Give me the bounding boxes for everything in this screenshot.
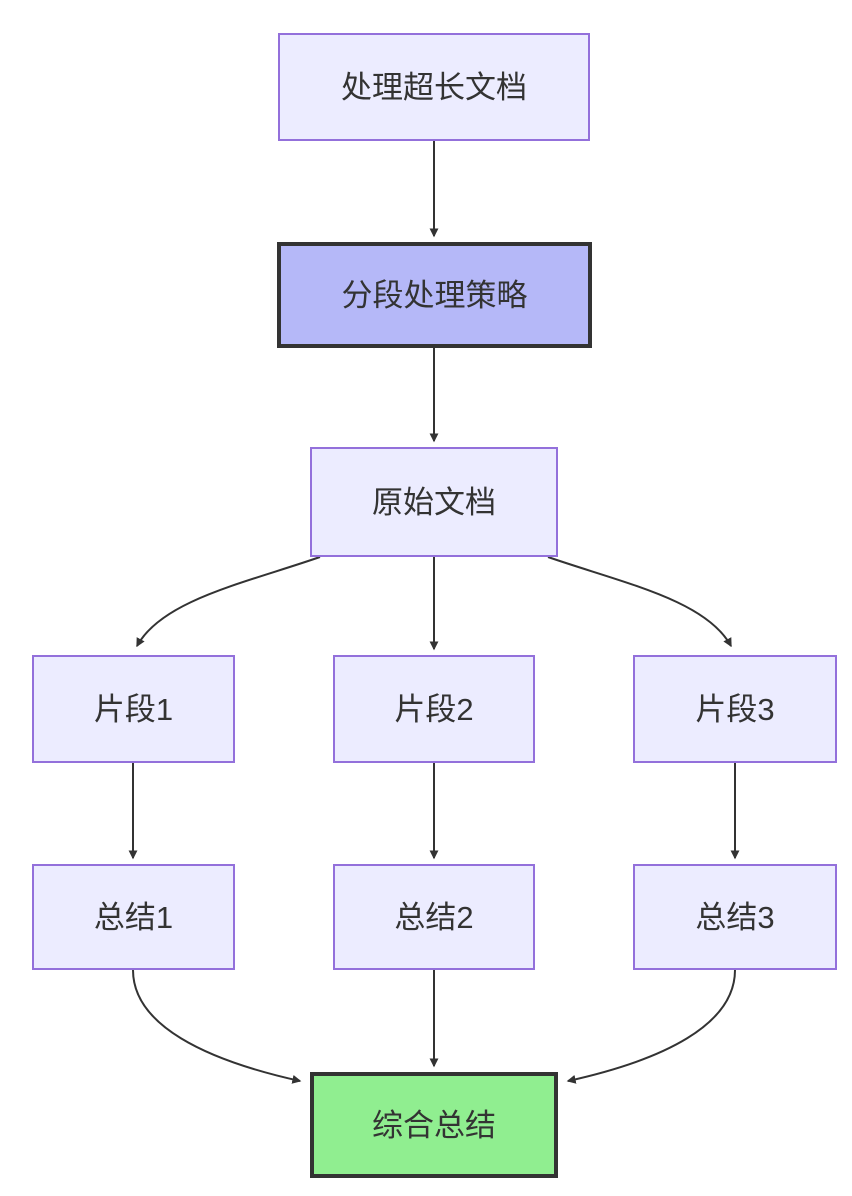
node-label: 片段1 bbox=[93, 691, 174, 727]
node-label: 处理超长文档 bbox=[341, 69, 527, 105]
node-final-summary: 综合总结 bbox=[310, 1072, 558, 1178]
node-label: 分段处理策略 bbox=[341, 277, 528, 313]
node-label: 综合总结 bbox=[372, 1107, 496, 1143]
node-label: 片段2 bbox=[394, 691, 474, 727]
node-fragment-3: 片段3 bbox=[633, 655, 837, 763]
node-label: 原始文档 bbox=[372, 484, 496, 520]
edge-original-to-fragment1 bbox=[136, 556, 321, 648]
node-original-document: 原始文档 bbox=[310, 447, 558, 557]
node-summary-1: 总结1 bbox=[32, 864, 235, 970]
node-summary-2: 总结2 bbox=[333, 864, 535, 970]
node-label: 片段3 bbox=[695, 691, 775, 727]
edge-summary1-to-final bbox=[132, 969, 302, 1084]
node-label: 总结3 bbox=[695, 899, 775, 935]
node-fragment-2: 片段2 bbox=[333, 655, 535, 763]
node-handle-long-document: 处理超长文档 bbox=[278, 33, 590, 141]
edge-summary3-to-final bbox=[566, 969, 736, 1084]
node-summary-3: 总结3 bbox=[633, 864, 837, 970]
edge-original-to-fragment3 bbox=[547, 556, 732, 648]
node-label: 总结1 bbox=[93, 899, 174, 935]
node-fragment-1: 片段1 bbox=[32, 655, 235, 763]
node-segmentation-strategy: 分段处理策略 bbox=[277, 242, 592, 348]
node-label: 总结2 bbox=[394, 899, 474, 935]
